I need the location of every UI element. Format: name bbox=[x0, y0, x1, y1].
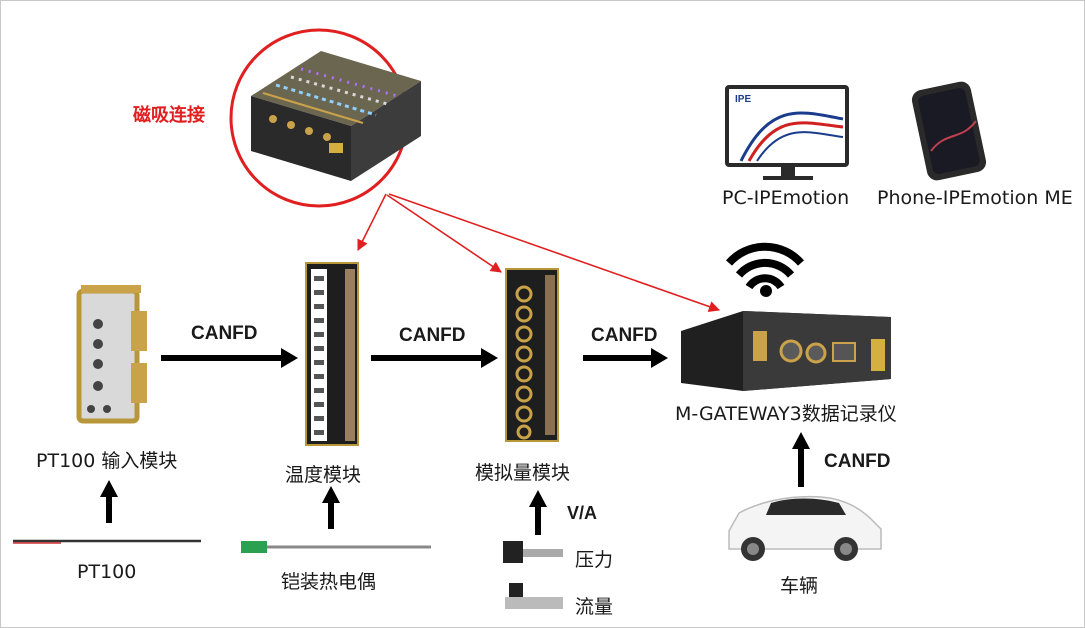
red-arrow-gateway bbox=[388, 193, 721, 312]
magnetic-arrows bbox=[357, 193, 721, 312]
magnetic-connection-circle bbox=[229, 28, 421, 208]
vehicle-label: 车辆 bbox=[780, 575, 819, 597]
pc-ipemotion-label: PC-IPEmotion bbox=[722, 187, 850, 209]
flow-sensor-image bbox=[505, 583, 563, 609]
red-arrow-temp bbox=[357, 193, 387, 252]
pressure-sensor-image bbox=[503, 541, 563, 563]
wifi-icon bbox=[726, 242, 804, 297]
canfd-label-4: CANFD bbox=[824, 451, 891, 472]
pressure-label: 压力 bbox=[575, 549, 614, 571]
thermocouple-image bbox=[241, 541, 431, 553]
gateway-image bbox=[681, 311, 891, 391]
phone-image bbox=[911, 81, 987, 181]
pt100-module-label: PT100 输入模块 bbox=[36, 450, 178, 472]
pc-logo-text: IPE bbox=[735, 94, 752, 105]
canfd-label-2: CANFD bbox=[399, 325, 466, 346]
car-image bbox=[728, 495, 882, 561]
pt100-sensor-label: PT100 bbox=[77, 561, 137, 583]
va-label: V/A bbox=[567, 503, 598, 523]
stacked-modules-photo bbox=[251, 51, 421, 181]
black-arrows bbox=[100, 348, 810, 535]
pc-monitor-image bbox=[725, 85, 849, 180]
temp-module-image bbox=[305, 262, 359, 446]
red-arrow-analog bbox=[386, 194, 502, 273]
canfd-label-1: CANFD bbox=[191, 323, 258, 344]
analog-module-label: 模拟量模块 bbox=[475, 462, 571, 484]
analog-module-image bbox=[505, 268, 559, 442]
thermocouple-label: 铠装热电偶 bbox=[281, 571, 377, 593]
canfd-label-3: CANFD bbox=[591, 325, 658, 346]
flow-label: 流量 bbox=[575, 596, 614, 618]
gateway-label: M-GATEWAY3数据记录仪 bbox=[675, 403, 897, 425]
pt100-module-image bbox=[76, 285, 147, 424]
temp-module-label: 温度模块 bbox=[285, 464, 362, 486]
magnetic-connection-label: 磁吸连接 bbox=[133, 105, 205, 126]
pt100-sensor-wire bbox=[13, 539, 201, 544]
phone-ipemotion-label: Phone-IPEmotion ME bbox=[877, 187, 1073, 209]
